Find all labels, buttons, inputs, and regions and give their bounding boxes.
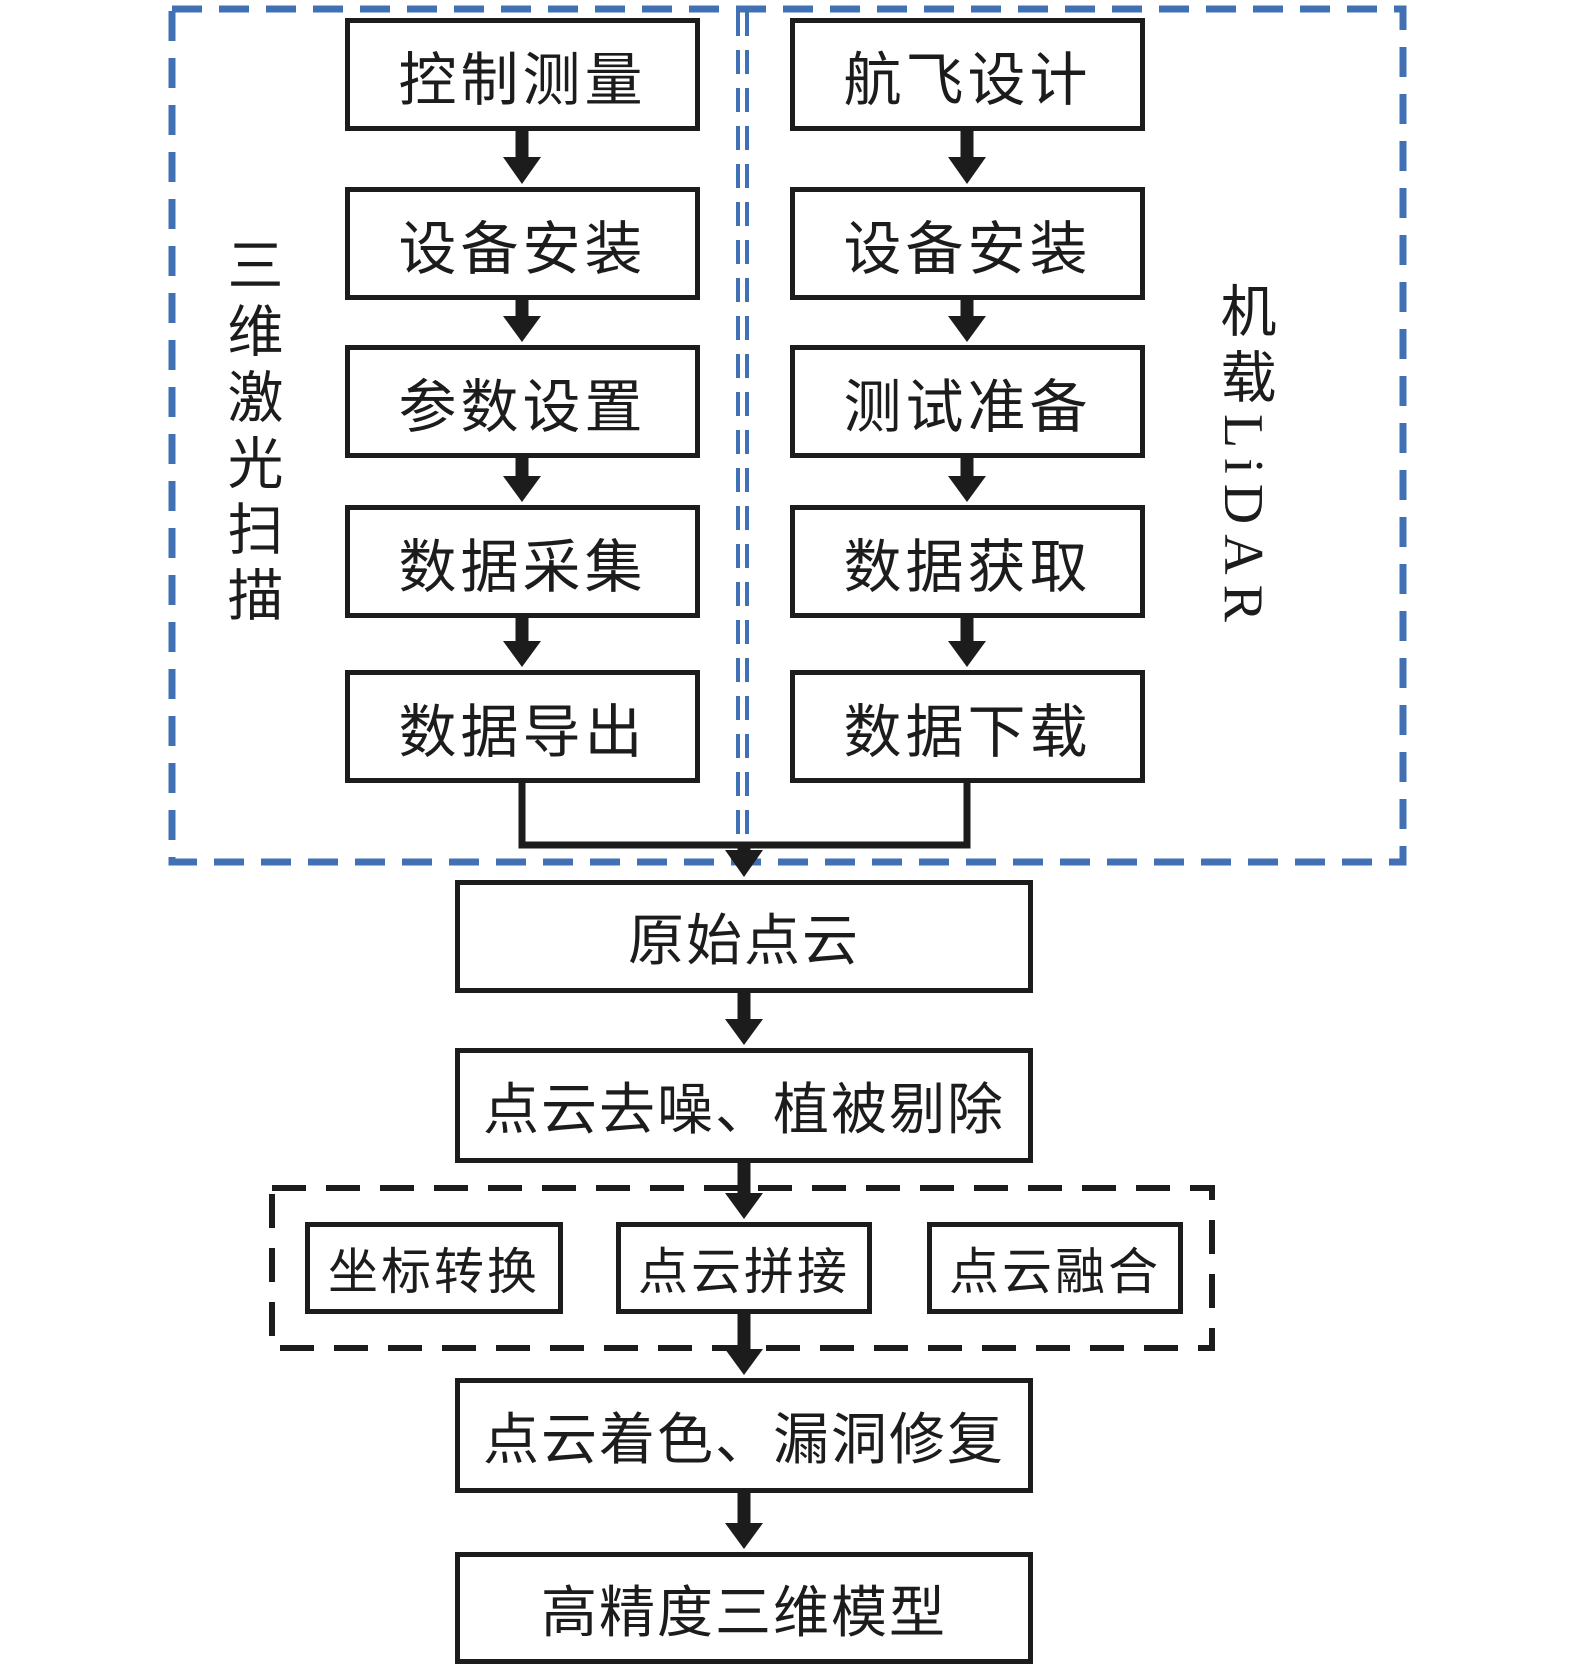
box-denoise-vegetation-removal: 点云去噪、植被剔除 bbox=[455, 1048, 1033, 1163]
right-group-label: 机载LiDAR bbox=[1212, 282, 1274, 632]
box-point-cloud-registration: 点云拼接 bbox=[616, 1222, 872, 1314]
arrow-down bbox=[503, 131, 541, 184]
left-step-data-collection: 数据采集 bbox=[345, 505, 700, 618]
arrow-down bbox=[948, 300, 986, 342]
arrow-down bbox=[503, 458, 541, 502]
arrow-down bbox=[948, 458, 986, 502]
arrow-down bbox=[948, 131, 986, 184]
left-step-control-survey: 控制测量 bbox=[345, 18, 700, 131]
merge-connector-line bbox=[518, 783, 971, 849]
arrow-down bbox=[725, 1163, 763, 1219]
left-step-data-export: 数据导出 bbox=[345, 670, 700, 783]
right-step-device-install: 设备安装 bbox=[790, 187, 1145, 300]
right-step-flight-design: 航飞设计 bbox=[790, 18, 1145, 131]
arrow-down-merge bbox=[725, 845, 763, 877]
scan-lidar-dashed-border bbox=[168, 5, 1407, 866]
box-raw-point-cloud: 原始点云 bbox=[455, 880, 1033, 993]
arrow-down bbox=[503, 618, 541, 667]
box-coloring-hole-repair: 点云着色、漏洞修复 bbox=[455, 1378, 1033, 1493]
box-coordinate-transform: 坐标转换 bbox=[305, 1222, 563, 1314]
right-step-data-acquisition: 数据获取 bbox=[790, 505, 1145, 618]
arrow-down bbox=[725, 1314, 763, 1375]
right-step-test-prep: 测试准备 bbox=[790, 345, 1145, 458]
arrow-down bbox=[725, 1493, 763, 1549]
arrow-layer bbox=[503, 131, 986, 1549]
right-step-data-download: 数据下载 bbox=[790, 670, 1145, 783]
arrow-down bbox=[725, 993, 763, 1045]
left-group-label: 三维激光扫描 bbox=[219, 236, 281, 632]
processing-dashed-border bbox=[269, 1185, 1215, 1351]
left-step-param-setting: 参数设置 bbox=[345, 345, 700, 458]
arrow-down bbox=[948, 618, 986, 667]
box-point-cloud-fusion: 点云融合 bbox=[927, 1222, 1183, 1314]
left-step-device-install: 设备安装 bbox=[345, 187, 700, 300]
group-divider-dashed-line bbox=[736, 12, 749, 843]
arrow-down bbox=[503, 300, 541, 342]
box-high-precision-3d-model: 高精度三维模型 bbox=[455, 1552, 1033, 1664]
